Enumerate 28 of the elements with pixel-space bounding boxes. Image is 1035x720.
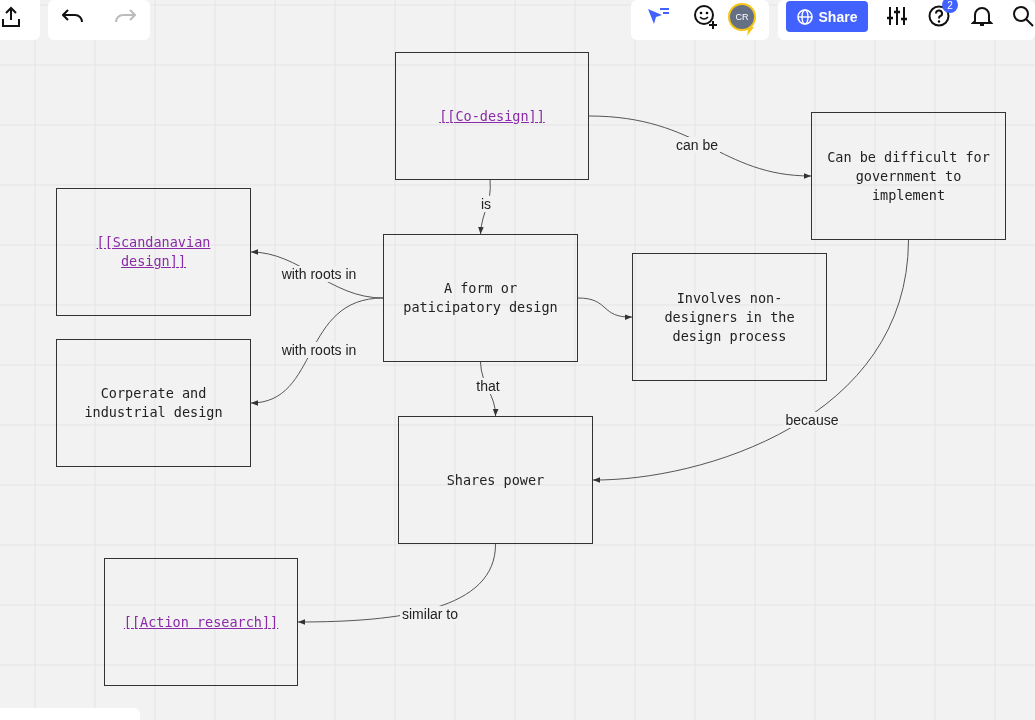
link-text: [[Co-design]] [439, 106, 545, 126]
edge-label: that [474, 378, 502, 394]
edge-label: with roots in [279, 342, 359, 358]
share-button: Share [786, 1, 868, 32]
note-text: Can be difficult for government to implement [826, 147, 991, 205]
note-box [811, 112, 1006, 240]
connector-arrow [478, 179, 491, 235]
note-box [398, 416, 593, 544]
note-box [632, 253, 827, 381]
edge-label: because [783, 412, 841, 428]
note-box [104, 558, 298, 686]
edge-label: similar to [400, 606, 460, 622]
note-text: Shares power [446, 470, 545, 490]
note-box [56, 188, 251, 316]
connector-arrow [250, 297, 384, 405]
note-text: Corperate and industrial design [83, 384, 224, 422]
note-text: Involves non-designers in the design process [663, 288, 796, 346]
note-box [56, 339, 251, 467]
connector-arrow [592, 239, 909, 483]
note-box [395, 52, 589, 180]
note-box [383, 234, 578, 362]
note-text: A form or paticipatory design [402, 279, 559, 317]
edge-label: with roots in [279, 266, 359, 282]
edge-label: is [478, 196, 494, 212]
link-text: [[Scandanavian design]] [95, 233, 212, 271]
connector-arrow [577, 297, 633, 320]
edge-label: can be [674, 137, 720, 153]
link-text: [[Action research]] [123, 612, 279, 632]
